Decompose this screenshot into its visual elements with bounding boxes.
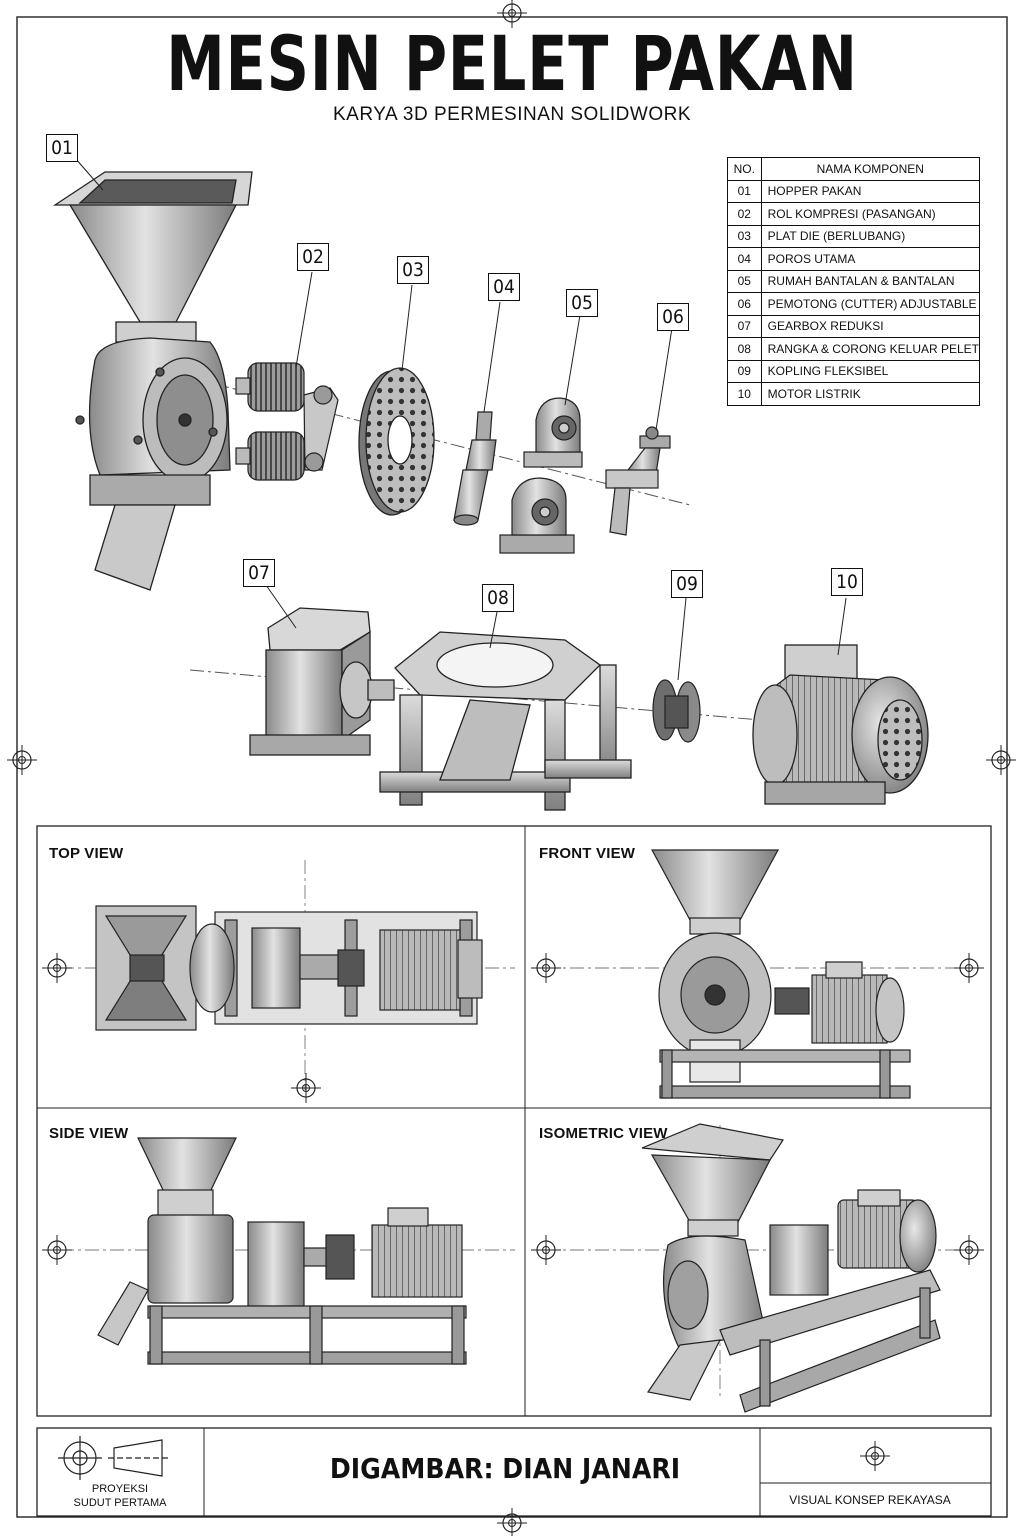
hopper-assembly-drawing [52,171,253,591]
part-name: RUMAH BANTALAN & BANTALAN [760,269,981,293]
title-block-center-mark [859,1440,891,1472]
projection-line-2: SUDUT PERTAMA [73,1497,167,1509]
compression-rollers-drawing [235,362,339,481]
bearing-housing-drawing [499,397,583,554]
top-view-label: TOP VIEW [49,845,124,862]
callout-07: 07 [243,559,275,587]
isometric-view-drawing [641,1123,941,1413]
coupling-drawing [652,679,701,743]
callout-10: 10 [831,568,863,596]
parts-table-header: NO. NAMA KOMPONEN [727,157,981,181]
part-number: 08 [727,337,762,361]
center-mark-bottom [496,1507,528,1536]
side-view-label: SIDE VIEW [49,1125,129,1142]
author-label: DIGAMBAR: DIAN JANARI [329,1452,681,1485]
part-name: RANGKA & CORONG KELUAR PELET [760,337,981,361]
side-view-drawing [97,1137,467,1365]
callout-04: 04 [488,273,520,301]
part-name: GEARBOX REDUKSI [760,314,981,338]
callout-09: 09 [671,570,703,598]
part-number: 01 [727,179,762,203]
projection-symbol [58,1436,168,1480]
isometric-view-label: ISOMETRIC VIEW [539,1125,668,1142]
center-mark-left [6,744,38,776]
part-number: 09 [727,359,762,383]
part-name: PEMOTONG (CUTTER) ADJUSTABLE [760,292,981,316]
part-number: 03 [727,224,762,248]
projection-line-1: PROYEKSI [91,1483,149,1495]
die-plate-drawing [358,367,435,516]
part-name: POROS UTAMA [760,247,981,271]
callout-02: 02 [297,243,329,271]
part-name: KOPLING FLEKSIBEL [760,359,981,383]
front-view-drawing [650,849,911,1099]
part-name: HOPPER PAKAN [760,179,981,203]
callout-06: 06 [657,303,689,331]
col-header-no: NO. [727,157,762,181]
gearbox-drawing [249,607,395,756]
callout-08: 08 [482,584,514,612]
callout-01: 01 [46,134,78,162]
title-block [36,1427,992,1517]
top-view-drawing [95,905,483,1031]
cutter-drawing [605,426,671,536]
company-label: VISUAL KONSEP REKAYASA [789,1493,951,1507]
part-number: 10 [727,382,762,406]
callout-05: 05 [566,289,598,317]
views-frame [36,825,992,1417]
part-number: 04 [727,247,762,271]
part-number: 05 [727,269,762,293]
projection-label: PROYEKSI SUDUT PERTAMA [40,1482,200,1510]
front-view-label: FRONT VIEW [539,845,636,862]
page-subtitle: KARYA 3D PERMESINAN SOLIDWORK [333,104,691,125]
part-name: PLAT DIE (BERLUBANG) [760,224,981,248]
part-number: 02 [727,202,762,226]
part-name: ROL KOMPRESI (PASANGAN) [760,202,981,226]
part-number: 07 [727,314,762,338]
frame-drawing [379,631,632,811]
page-title: MESIN PELET PAKAN [166,19,858,108]
part-name: MOTOR LISTRIK [760,382,981,406]
motor-drawing [752,644,929,805]
callout-03: 03 [397,256,429,284]
part-number: 06 [727,292,762,316]
main-shaft-drawing [453,411,497,526]
col-header-name: NAMA KOMPONEN [760,157,981,181]
center-mark-right [985,744,1017,776]
